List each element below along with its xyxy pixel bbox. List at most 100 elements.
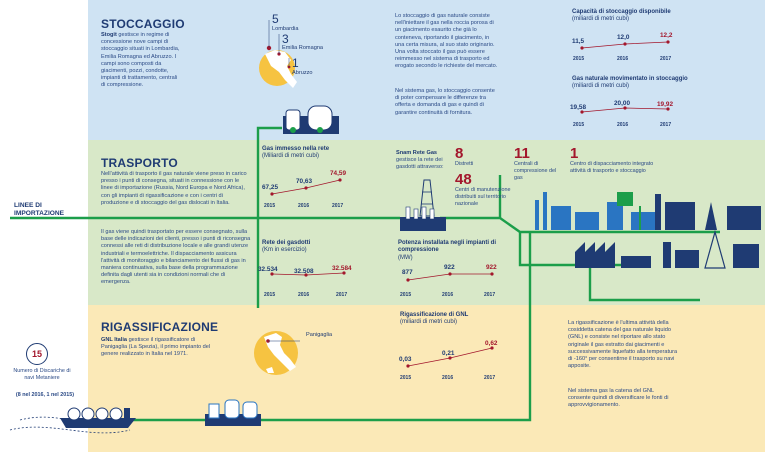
snam-name: Snam Rete Gas xyxy=(396,150,438,156)
kpi-capacita-year-2016: 2016 xyxy=(617,56,629,62)
map-item-lombardia: 5 Lombardia xyxy=(272,12,299,32)
rigassificazione-desc-2: Nel sistema gas la catena del GNL consen… xyxy=(568,388,669,409)
storage-facility-icon xyxy=(283,105,339,134)
discharges-note: (8 nel 2016, 1 nel 2015) xyxy=(15,392,75,398)
rigassificazione-desc-1: La rigassificazione è l'ultima attività … xyxy=(568,320,678,370)
kpi-potenza-header: Potenza installata negli impianti di com… xyxy=(398,240,497,261)
rigassificazione-intro-text: gestisce il rigassificatore di Panigagli… xyxy=(101,337,211,358)
discharges-note-2016: 8 xyxy=(17,392,21,398)
kpi-immesso-year-2016: 2016 xyxy=(298,203,310,209)
kpi-capacita-2017: 12,2 xyxy=(660,32,673,39)
compressor-plant-icon xyxy=(400,206,446,231)
kpi-immesso-point-2015 xyxy=(270,192,274,196)
kpi-gnl-year-2015: 2015 xyxy=(400,375,412,381)
kpi-gnl-point-2015 xyxy=(406,364,410,368)
kpi-rete-year-2016: 2016 xyxy=(298,292,310,298)
kpi-gnl-2015: 0,03 xyxy=(399,356,412,363)
kpi-movimentato-2016: 20,00 xyxy=(614,100,630,107)
kpi-potenza-point-2015 xyxy=(406,278,410,282)
stogit-name: Stogit xyxy=(101,32,117,38)
kpi-potenza-2015: 877 xyxy=(402,269,413,276)
kpi-movimentato-point-2017 xyxy=(666,107,670,111)
map-item-abruzzo: 1 Abruzzo xyxy=(292,56,313,76)
kpi-movimentato-year-2015: 2015 xyxy=(573,122,585,128)
stat-distretti: 8 Distretti xyxy=(455,145,474,167)
kpi-capacita-2015: 11,5 xyxy=(572,38,585,45)
stoccaggio-desc-2: Nel sistema gas, lo stoccaggio consente … xyxy=(395,88,495,116)
stat-centro-dispacciamento: 1 Centro di dispacciamento integrato att… xyxy=(570,145,654,174)
kpi-immesso-point-2017 xyxy=(338,178,342,182)
kpi-potenza-year-2016: 2016 xyxy=(442,292,454,298)
trasporto-desc-2: Il gas viene quindi trasportato per esse… xyxy=(101,229,251,286)
kpi-gnl-year-2016: 2016 xyxy=(442,375,454,381)
linee-importazione-label: LINEE DI IMPORTAZIONE xyxy=(14,202,65,217)
industrial-landscape-icon xyxy=(535,192,761,269)
gnl-italia-name: GNL Italia xyxy=(101,337,128,343)
kpi-movimentato-2015: 19,58 xyxy=(570,104,586,111)
kpi-capacita-2016: 12,0 xyxy=(617,34,630,41)
kpi-gnl-2017: 0,62 xyxy=(485,340,498,347)
kpi-gnl-2016: 0,21 xyxy=(442,350,455,357)
kpi-movimentato-year-2017: 2017 xyxy=(660,122,672,128)
stoccaggio-intro-text: gestisce in regime di concessione nove c… xyxy=(101,32,180,89)
kpi-capacita-chart xyxy=(580,40,670,50)
rigassificazione-title: RIGASSIFICAZIONE xyxy=(101,320,219,334)
kpi-gnl-header: Rigassificazione di GNL (miliardi di met… xyxy=(400,312,469,326)
kpi-movimentato-2017: 19,92 xyxy=(657,101,673,108)
regasification-plant-icon xyxy=(205,399,261,426)
kpi-gnl-chart xyxy=(406,346,494,368)
kpi-rete-2017: 32.584 xyxy=(332,265,352,272)
kpi-rete-point-2015 xyxy=(270,272,274,276)
kpi-immesso-2016: 70,63 xyxy=(296,178,312,185)
kpi-movimentato-point-2016 xyxy=(623,106,627,110)
kpi-gnl-point-2017 xyxy=(490,346,494,350)
rigassificazione-band xyxy=(88,305,765,452)
kpi-rete-2016: 32.508 xyxy=(294,268,314,275)
trasporto-title: TRASPORTO xyxy=(101,156,178,170)
kpi-capacita-year-2017: 2017 xyxy=(660,56,672,62)
kpi-immesso-header: Gas immesso nella rete (Miliardi di metr… xyxy=(262,146,330,160)
discharges-note-2015-text: nel 2015) xyxy=(49,392,75,398)
kpi-potenza-2016: 922 xyxy=(444,264,455,271)
discharges-note-2016-text: nel 2016, xyxy=(20,392,47,398)
kpi-gnl-year-2017: 2017 xyxy=(484,375,496,381)
stoccaggio-intro: Stogit gestisce in regime di concessione… xyxy=(101,32,183,90)
kpi-rete-point-2017 xyxy=(342,271,346,275)
kpi-gnl-point-2016 xyxy=(448,356,452,360)
italy-full-map xyxy=(254,331,300,375)
kpi-potenza-point-2016 xyxy=(448,272,452,276)
kpi-potenza-2017: 922 xyxy=(486,264,497,271)
kpi-immesso-chart xyxy=(270,178,342,196)
trasporto-desc-1: Nell'attività di trasporto il gas natura… xyxy=(101,171,247,206)
kpi-immesso-year-2017: 2017 xyxy=(332,203,344,209)
panigaglia-label: Panigaglia xyxy=(306,332,333,338)
kpi-immesso-point-2016 xyxy=(304,186,308,190)
map-item-emilia: 3 Emilia Romagna xyxy=(282,32,324,51)
stat-centri-manutenzione: 48 Centri di manutenzione distribuiti su… xyxy=(455,171,511,207)
kpi-movimentato-point-2015 xyxy=(580,110,584,114)
snam-intro-text: gestisce la rete dei gasdotti attraverso… xyxy=(396,157,444,171)
discharges-label: Numero di Discariche di navi Metaniere xyxy=(13,368,71,381)
kpi-rete-point-2016 xyxy=(304,273,308,277)
kpi-rete-year-2015: 2015 xyxy=(264,292,276,298)
kpi-rete-chart xyxy=(270,271,346,277)
rigassificazione-intro: GNL Italia gestisce il rigassificatore d… xyxy=(101,337,221,359)
discharges-note-2015: 1 xyxy=(46,392,50,398)
italy-north-map xyxy=(259,20,297,88)
kpi-movimentato-year-2016: 2016 xyxy=(617,122,629,128)
kpi-potenza-point-2017 xyxy=(490,272,494,276)
kpi-movimentato-chart xyxy=(580,106,670,114)
kpi-capacita-year-2015: 2015 xyxy=(573,56,585,62)
stoccaggio-band xyxy=(88,0,765,140)
kpi-capacita-point-2017 xyxy=(666,40,670,44)
discharges-badge: 15 xyxy=(26,343,48,365)
lng-ship-icon xyxy=(60,407,136,428)
kpi-capacita-point-2015 xyxy=(580,46,584,50)
kpi-rete-2015: 32.534 xyxy=(258,266,278,273)
kpi-potenza-year-2015: 2015 xyxy=(400,292,412,298)
kpi-movimentato-header: Gas naturale movimentato in stoccaggio (… xyxy=(572,76,688,90)
kpi-potenza-chart xyxy=(406,272,494,282)
kpi-immesso-2015: 67,25 xyxy=(262,184,278,191)
kpi-potenza-year-2017: 2017 xyxy=(484,292,496,298)
snam-intro: Snam Rete Gas gestisce la rete dei gasdo… xyxy=(396,150,448,172)
